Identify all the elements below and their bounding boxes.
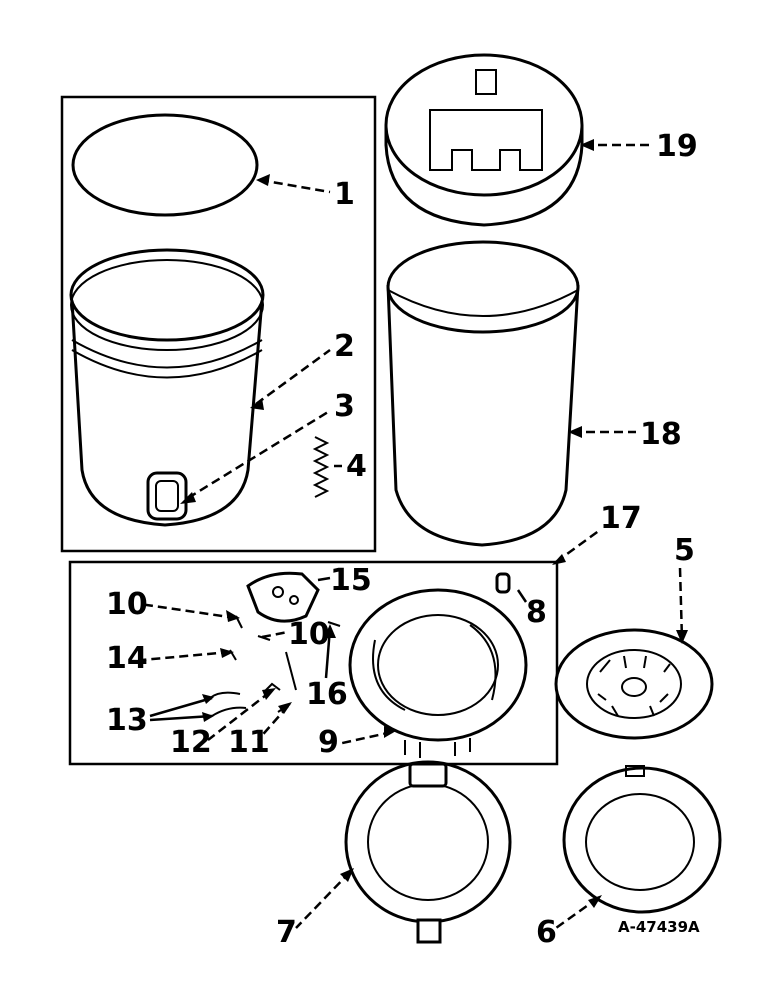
part-5-plate: [554, 628, 714, 740]
part-2-container: [69, 248, 265, 527]
part-7-ring: [344, 760, 512, 944]
callout-10-left: 10: [106, 587, 148, 622]
part-9-base: [348, 588, 528, 758]
part-15-bracket: [246, 571, 320, 623]
callout-17: 17: [600, 501, 642, 536]
callout-10-right: 10: [288, 617, 330, 652]
callout-7: 7: [276, 915, 297, 950]
callout-12: 12: [170, 725, 212, 760]
callout-1: 1: [334, 177, 355, 212]
callout-14: 14: [106, 641, 148, 676]
callout-13: 13: [106, 703, 148, 738]
part-19-cover: [384, 53, 584, 227]
callout-6: 6: [536, 915, 557, 950]
assembly-box-lower: [68, 560, 559, 766]
part-6-ring: [562, 765, 722, 914]
assembly-box-upper: [60, 95, 377, 553]
callout-15: 15: [330, 563, 372, 598]
callout-4: 4: [346, 449, 367, 484]
part-4-spring: [312, 436, 330, 498]
drawing-code: A-47439A: [618, 918, 700, 936]
part-3-window: [146, 471, 188, 521]
callout-19: 19: [656, 129, 698, 164]
callout-3: 3: [334, 389, 355, 424]
callout-9: 9: [318, 725, 339, 760]
part-1-lid: [71, 113, 259, 217]
part-18-can: [386, 240, 580, 547]
part-8-fitting: [495, 572, 511, 594]
callout-2: 2: [334, 329, 355, 364]
callout-5: 5: [674, 533, 695, 568]
callout-8: 8: [526, 595, 547, 630]
callout-18: 18: [640, 417, 682, 452]
callout-11: 11: [228, 725, 270, 760]
callout-16: 16: [306, 677, 348, 712]
